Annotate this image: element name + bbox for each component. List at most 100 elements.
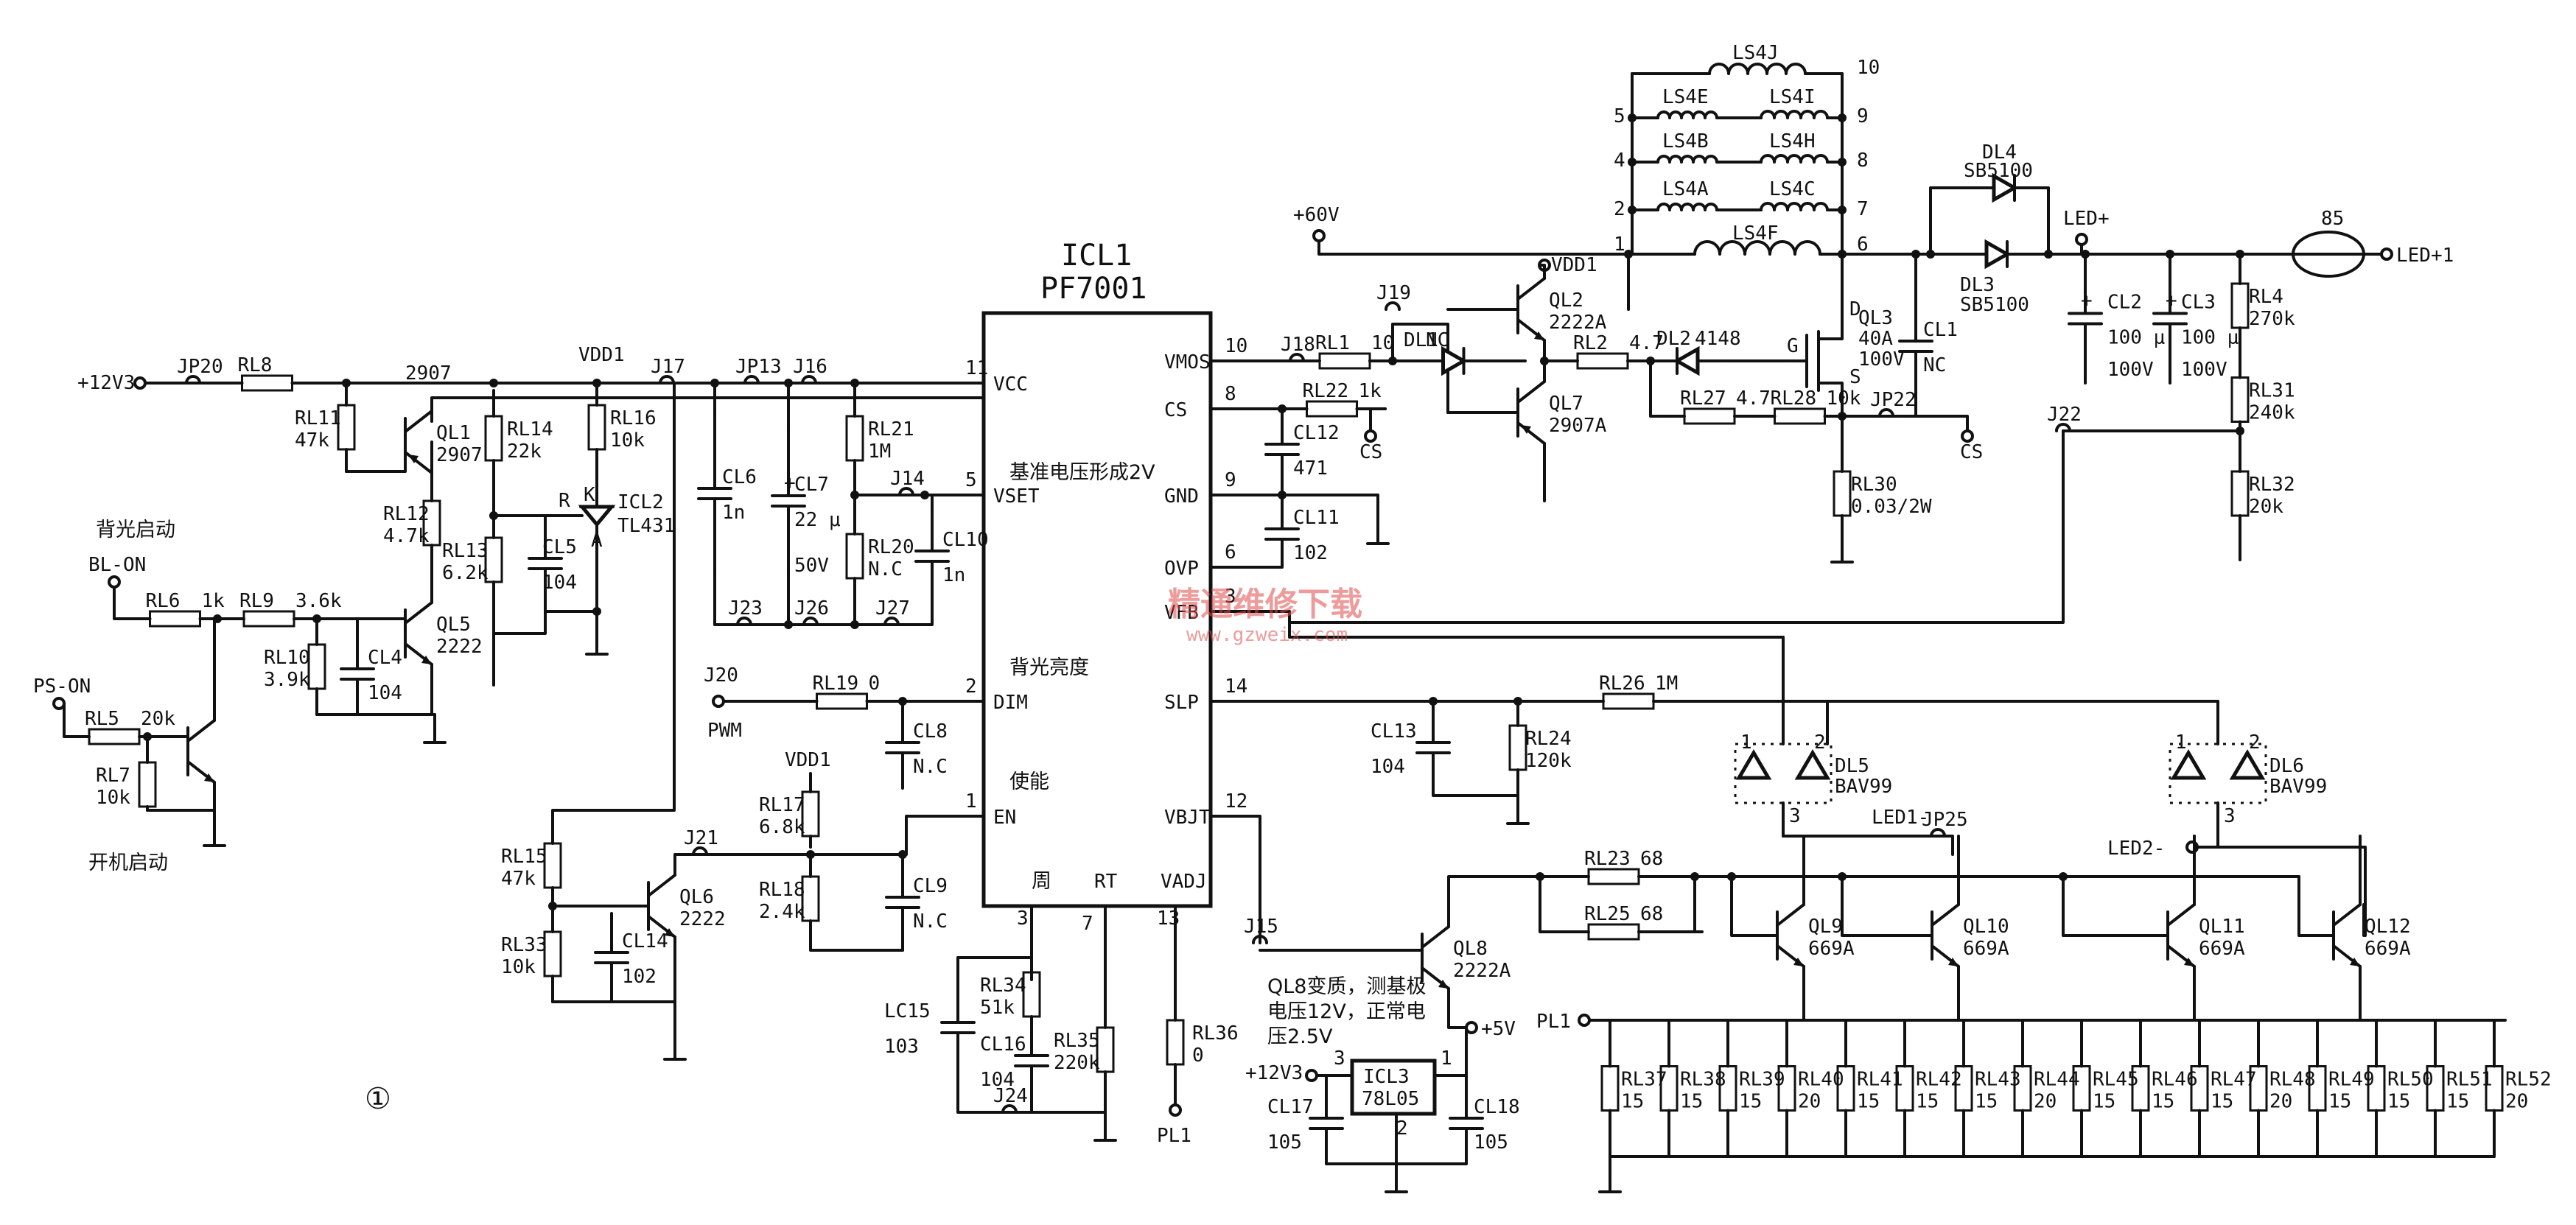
label-pwm: PWM (707, 720, 742, 742)
diode-pin2: 2 (2249, 731, 2261, 754)
resistor-body (241, 374, 293, 392)
transistor-part: 2222 (679, 908, 726, 930)
wire (551, 897, 613, 908)
terminal-circle (1538, 259, 1551, 272)
jumper-j16: J16 (793, 356, 827, 385)
jumper-mark (659, 375, 675, 385)
ground-symbol (663, 1045, 687, 1061)
label-led1minus: LED1- (1872, 807, 1929, 829)
inductor-coil (1708, 63, 1807, 75)
resistor-value: 15 (1680, 1091, 1703, 1113)
capacitor-ref: CL1 (1923, 319, 1958, 341)
capacitor-ref: CL16 (980, 1033, 1026, 1056)
resistor-value: 51k (980, 997, 1015, 1019)
resistor-value: 15 (1621, 1091, 1644, 1113)
ground-symbol (1598, 1177, 1622, 1193)
jumper-mark (2055, 423, 2071, 432)
tap-1: 1 (1614, 234, 1625, 256)
label-12v3-reg: +12V3 (1245, 1062, 1303, 1084)
resistor-ref: RL48 (2269, 1069, 2316, 1091)
jumper-j14: J14 (890, 468, 925, 496)
jumper-mark (185, 375, 201, 385)
transistor-collector (647, 874, 676, 897)
tap-10: 10 (1857, 57, 1880, 79)
resistor-value: 15 (2446, 1091, 2469, 1113)
resistor-value: 20 (2505, 1091, 2528, 1113)
net-label: CS (1359, 441, 1382, 463)
resistor-ref: RL22 (1303, 380, 1349, 402)
inductor-ls4h: LS4H (1760, 130, 1829, 164)
junction-dot (1628, 206, 1637, 214)
transistor-ref: QL12 (2365, 916, 2411, 938)
icl3-pin2: 2 (1396, 1117, 1408, 1140)
junction-dot (850, 620, 859, 629)
resistor-value: 15 (1739, 1091, 1762, 1113)
inductor-label: LS4C (1769, 178, 1816, 200)
tap-4: 4 (1614, 150, 1625, 172)
jumper-label: J23 (728, 597, 763, 619)
label-ledplus: LED+ (2063, 208, 2110, 230)
wire (315, 617, 436, 716)
icl3-78l05-body (1350, 1059, 1437, 1116)
jumper-mark (1289, 353, 1305, 362)
resistor-body (2230, 470, 2250, 517)
diode-triangle (1794, 749, 1831, 780)
jumper-label: J15 (1244, 916, 1278, 938)
resistor-value: 47k (501, 868, 536, 890)
ql8-note-3: 压2.5V (1267, 1025, 1333, 1048)
ic-note-enable: 使能 (1009, 771, 1049, 793)
diode-triangle (2229, 749, 2266, 780)
capacitor-value: 105 (1267, 1131, 1302, 1154)
terminal-circle (1578, 1014, 1591, 1027)
ground-symbol (1385, 1177, 1408, 1193)
jumper-j20: J20 (704, 664, 738, 687)
transistor-part: 2222A (1453, 960, 1511, 982)
inductor-ls4b: LS4B (1656, 130, 1718, 164)
terminal-circle (52, 697, 66, 710)
ic-pin-num-vcc: 11 (965, 357, 988, 379)
ql3-ref: QL3 (1858, 307, 1893, 329)
jumper-jp22: JP22 (1870, 389, 1917, 418)
capacitor-value: 1n (942, 564, 965, 586)
icl2-ref: ICL2 (617, 491, 664, 513)
ic-pin-vcc: VCC (993, 373, 1028, 396)
ic-pin-num-vfb: 3 (1225, 586, 1236, 608)
resistor-body (816, 692, 868, 710)
jumper-mark (801, 375, 817, 385)
jumper-label: J26 (794, 597, 829, 619)
dl1-ref: DL1 (1404, 329, 1438, 351)
transistor-collector (1421, 925, 1450, 949)
net-label: PL1 (1157, 1125, 1191, 1147)
net-vdd1-ql2: VDD1 (1551, 254, 1597, 276)
ic-pin-vset: VSET (993, 485, 1040, 508)
resistor-ref: RL17 (759, 794, 805, 816)
jumper-j24: J24 (993, 1085, 1028, 1114)
diode-pair-outline (1734, 743, 1833, 804)
inductor-label: LS4H (1769, 130, 1816, 152)
jumper-label: J24 (993, 1085, 1028, 1107)
resistor-ref: RL11 (295, 407, 341, 429)
wire (809, 815, 985, 952)
ql8-note-1: QL8变质，测基极 (1267, 975, 1426, 998)
resistor-value: 4.7 (1736, 387, 1771, 410)
jumper-j26: J26 (794, 597, 829, 626)
icl3-part: 78L05 (1362, 1088, 1419, 1110)
resistor-value: N.C (868, 558, 903, 580)
diode-triangle (2170, 749, 2207, 780)
